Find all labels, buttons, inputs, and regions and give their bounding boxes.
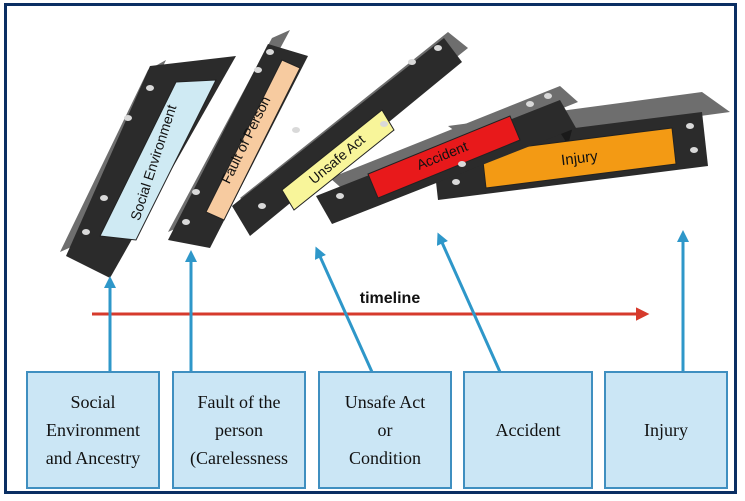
box-social-environment: Social Environment and Ancestry <box>26 371 160 489</box>
domino-social-environment: Social Environment <box>60 56 236 278</box>
domino-pips <box>82 45 698 235</box>
domino-unsafe-act: Unsafe Act <box>232 32 468 236</box>
domino-label-panel <box>367 115 521 199</box>
box-fault-of-person: Fault of the person (Carelessness <box>172 371 306 489</box>
domino-label-panel <box>281 109 395 211</box>
diagram-frame <box>4 3 737 494</box>
domino-label-panel <box>481 127 677 189</box>
domino-label: Injury <box>560 148 599 169</box>
domino-label-panel <box>99 79 217 241</box>
domino-accident: Accident <box>316 86 578 224</box>
arrow-accident <box>436 232 502 373</box>
timeline-label: timeline <box>360 290 421 307</box>
box-unsafe-act: Unsafe Act or Condition <box>318 371 452 489</box>
box-injury: Injury <box>604 371 728 489</box>
domino-fault-of-person: Fault of Person <box>168 30 308 248</box>
domino-label-panel <box>205 59 301 221</box>
arrow-unsafe-act <box>314 246 374 373</box>
box-accident: Accident <box>463 371 593 489</box>
